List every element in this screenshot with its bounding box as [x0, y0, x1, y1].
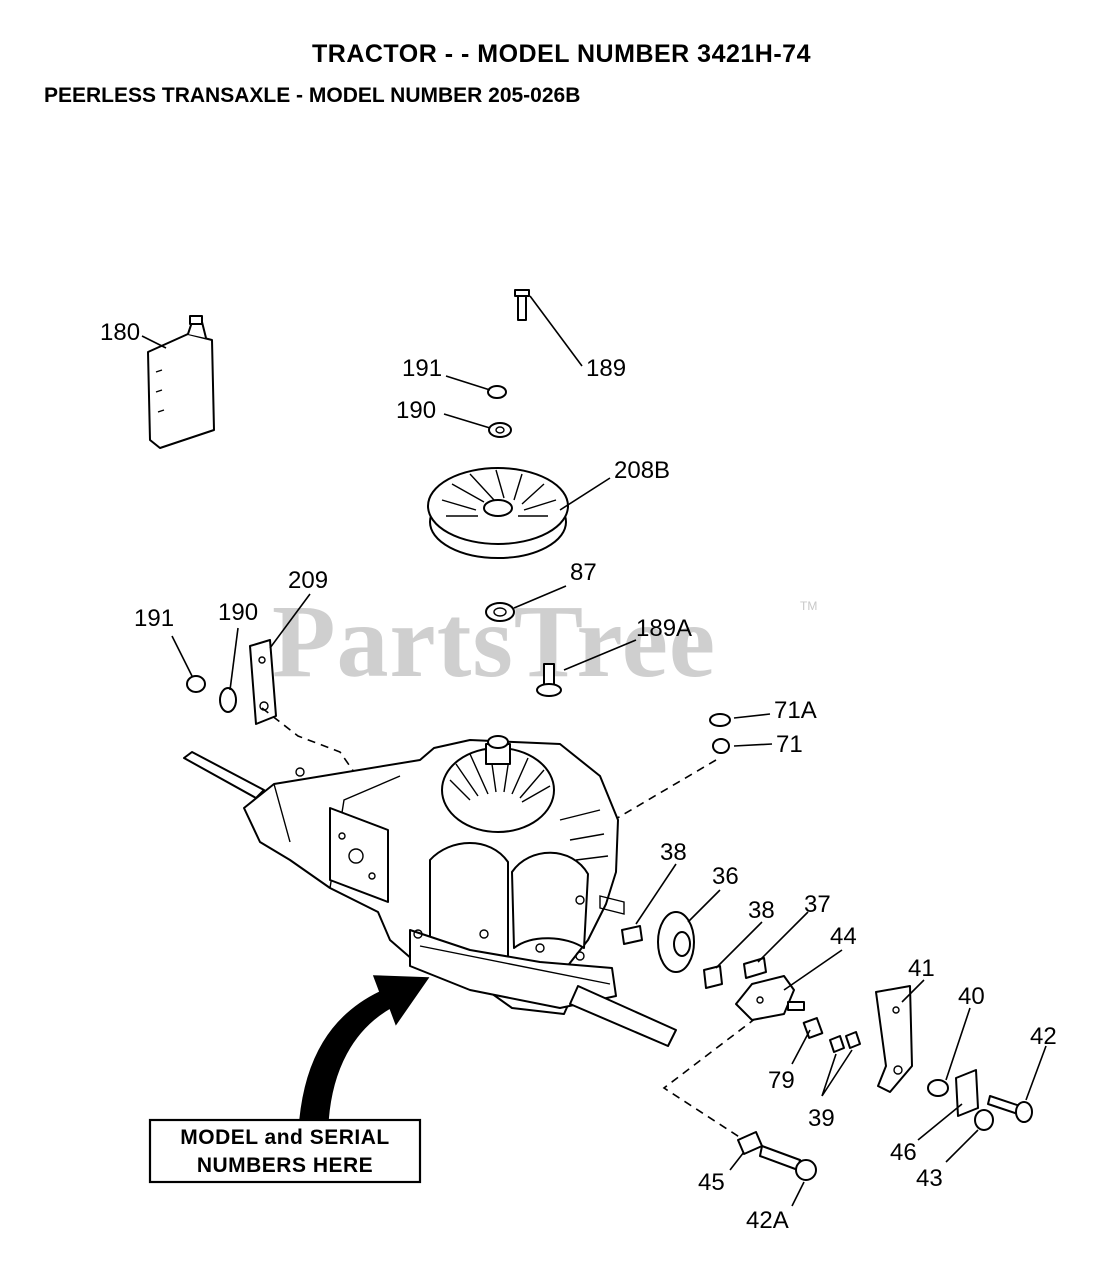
bolt-42-part[interactable] — [987, 1095, 1033, 1123]
fan-pulley-part[interactable] — [427, 467, 569, 559]
part-label-208B: 208B — [614, 457, 670, 484]
model-location-arrow — [299, 975, 430, 1121]
leader-190 — [229, 627, 239, 691]
part-label-71A: 71A — [774, 697, 817, 724]
plate-46-part[interactable] — [955, 1069, 979, 1117]
pin-79-part[interactable] — [802, 1017, 824, 1039]
hub-36-part[interactable] — [657, 911, 695, 973]
part-label-41: 41 — [908, 955, 935, 982]
part-label-190: 190 — [218, 599, 258, 626]
leader-39 — [821, 1049, 853, 1097]
leader-43 — [945, 1129, 979, 1163]
leader-180 — [141, 335, 167, 349]
leader-46 — [917, 1103, 963, 1141]
part-label-38-a: 38 — [660, 839, 687, 866]
part-label-190-top: 190 — [396, 397, 436, 424]
leader-38-b — [715, 921, 763, 969]
nut-71-part[interactable] — [712, 738, 730, 754]
part-label-189: 189 — [586, 355, 626, 382]
key-38-lower-part[interactable] — [703, 965, 723, 989]
part-label-42: 42 — [1030, 1023, 1057, 1050]
key-38-upper-part[interactable] — [621, 925, 643, 945]
part-label-191: 191 — [134, 605, 174, 632]
leader-45 — [729, 1151, 745, 1171]
model-serial-callout-box — [148, 1118, 422, 1184]
bolt-part[interactable] — [514, 289, 530, 321]
part-label-42A: 42A — [746, 1207, 789, 1234]
leader-209 — [269, 593, 311, 649]
leader-189 — [529, 295, 583, 367]
part-label-209: 209 — [288, 567, 328, 594]
part-label-71: 71 — [776, 731, 803, 758]
part-label-38-b: 38 — [748, 897, 775, 924]
part-label-191-top: 191 — [402, 355, 442, 382]
bracket-41-part[interactable] — [875, 985, 913, 1093]
bracket-44-part[interactable] — [735, 975, 805, 1021]
spring-pins-39-part[interactable] — [829, 1031, 861, 1053]
transaxle-housing-part[interactable] — [183, 735, 677, 1047]
leader-191 — [171, 635, 193, 677]
bushing-part[interactable] — [485, 602, 515, 622]
leader-42 — [1025, 1045, 1047, 1101]
assembly-dash-45 — [662, 1017, 757, 1141]
part-label-45: 45 — [698, 1169, 725, 1196]
assembly-dash-lever — [261, 707, 355, 773]
leader-37 — [757, 911, 809, 963]
leader-79 — [791, 1029, 811, 1065]
nut-left-part[interactable] — [186, 675, 206, 693]
leader-191-top — [445, 375, 491, 391]
leader-71 — [733, 743, 773, 747]
callout-line-1: MODEL and SERIAL — [180, 1126, 389, 1149]
part-label-43: 43 — [916, 1165, 943, 1192]
part-label-189A: 189A — [636, 615, 692, 642]
nut-43-part[interactable] — [974, 1109, 994, 1131]
part-label-37: 37 — [804, 891, 831, 918]
leader-208B — [559, 477, 611, 511]
washer-left-part[interactable] — [219, 687, 237, 713]
leader-87 — [513, 585, 567, 609]
nut-40-part[interactable] — [927, 1079, 949, 1097]
page-title: TRACTOR - - MODEL NUMBER 3421H-74 — [312, 40, 811, 68]
screw-part[interactable] — [536, 663, 562, 697]
leader-71A — [733, 713, 771, 719]
leader-41 — [901, 979, 925, 1003]
washer-part[interactable] — [488, 422, 512, 438]
part-label-46: 46 — [890, 1139, 917, 1166]
part-label-180: 180 — [100, 319, 140, 346]
leader-36 — [687, 889, 721, 923]
watermark-trademark: TM — [800, 599, 817, 613]
page-subtitle: PEERLESS TRANSAXLE - MODEL NUMBER 205-02… — [44, 84, 581, 107]
part-label-40: 40 — [958, 983, 985, 1010]
spacer-71A-part[interactable] — [709, 713, 731, 727]
part-label-79: 79 — [768, 1067, 795, 1094]
oil-bottle-part[interactable] — [147, 315, 215, 449]
leader-189A — [563, 639, 637, 671]
part-label-36: 36 — [712, 863, 739, 890]
callout-line-2: NUMBERS HERE — [197, 1154, 373, 1177]
leader-44 — [783, 949, 843, 991]
lever-arm-part[interactable] — [249, 639, 277, 725]
leader-42A — [791, 1181, 805, 1207]
leader-40 — [945, 1007, 971, 1081]
part-label-39: 39 — [808, 1105, 835, 1132]
part-label-44: 44 — [830, 923, 857, 950]
bolt-42A-part[interactable] — [759, 1145, 817, 1181]
leader-38-a — [635, 863, 677, 925]
shim-37-part[interactable] — [743, 957, 767, 979]
leader-190-top — [443, 413, 491, 429]
part-label-87: 87 — [570, 559, 597, 586]
spacer-45-part[interactable] — [737, 1131, 763, 1155]
assembly-dash-71 — [613, 759, 717, 821]
nut-part[interactable] — [487, 385, 507, 399]
